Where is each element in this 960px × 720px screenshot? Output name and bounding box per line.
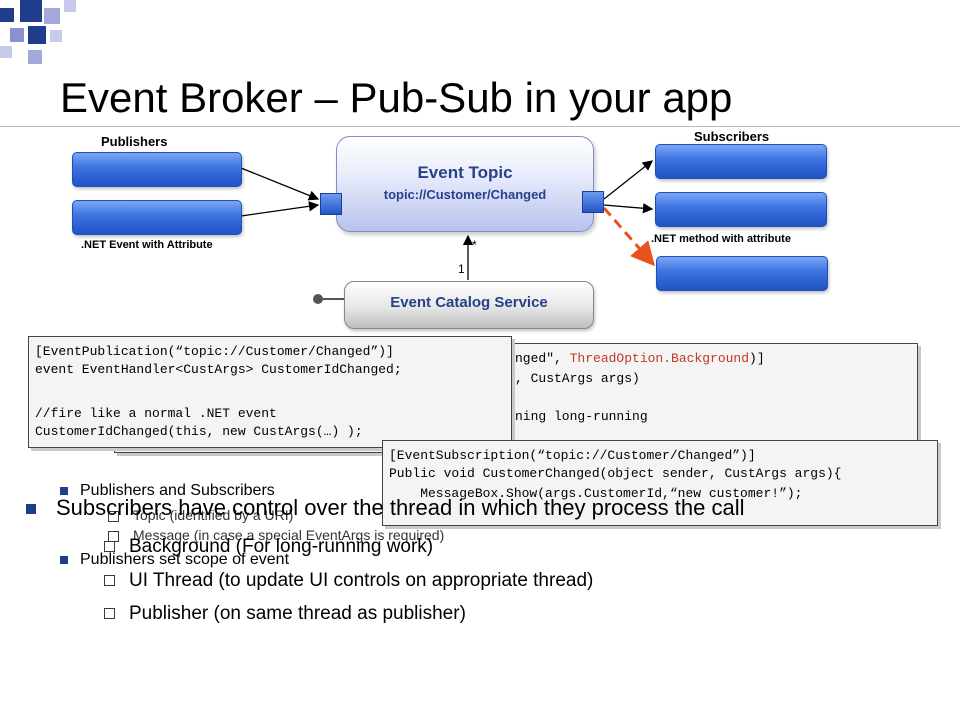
- multiplicity-one: 1: [458, 262, 465, 276]
- subscriber-box-2: [655, 192, 827, 227]
- bullet-scope: Publishers set scope of event: [60, 551, 289, 569]
- event-topic-uri: topic://Customer/Changed: [383, 187, 547, 202]
- bullet-background: Background (For long-running work): [104, 536, 433, 558]
- bullet-message: Message (in case a special EventArgs is …: [108, 527, 444, 543]
- publishers-label: Publishers: [101, 134, 168, 149]
- title-rule: [0, 126, 960, 127]
- subscriber-box-3: [656, 256, 828, 291]
- publisher-box-2: [72, 200, 242, 235]
- bullet-subscribers-control: Subscribers have control over the thread…: [26, 495, 744, 521]
- publisher-arrow-1: [240, 167, 320, 201]
- catalog-lollipop: [313, 294, 323, 304]
- bullet-topic: Topic (identified by a URI): [108, 507, 293, 523]
- publisher-arrow-2: [240, 201, 320, 217]
- subscriber-box-1: [655, 144, 827, 179]
- subscriber-arrow-2: [603, 203, 654, 214]
- slide-title: Event Broker – Pub-Sub in your app: [60, 74, 733, 121]
- subscriber-arrow-1: [603, 160, 654, 200]
- multiplicity-many: *: [472, 238, 477, 252]
- topic-output-port: [582, 191, 604, 213]
- subscriber-caption: .NET method with attribute: [651, 233, 791, 245]
- event-catalog-service: Event Catalog Service: [344, 281, 594, 329]
- event-topic-box: Event Topic topic://Customer/Changed: [336, 136, 594, 232]
- bullet-ui-thread: UI Thread (to update UI controls on appr…: [104, 570, 593, 592]
- bullet-pubsub: Publishers and Subscribers: [60, 482, 275, 500]
- bullet-publisher-thread: Publisher (on same thread as publisher): [104, 603, 466, 625]
- event-catalog-title: Event Catalog Service: [390, 294, 548, 311]
- publisher-box-1: [72, 152, 242, 187]
- subscribers-label: Subscribers: [694, 129, 770, 144]
- subscriber-arrow-dashed: [602, 207, 655, 267]
- event-topic-title: Event Topic: [417, 163, 513, 182]
- publisher-caption: .NET Event with Attribute: [81, 239, 213, 251]
- topic-input-port: [320, 193, 342, 215]
- code-publication-callout: [EventPublication(“topic://Customer/Chan…: [28, 336, 512, 448]
- code-subscription-callout: [EventSubscription(“topic://Customer/Cha…: [382, 440, 938, 526]
